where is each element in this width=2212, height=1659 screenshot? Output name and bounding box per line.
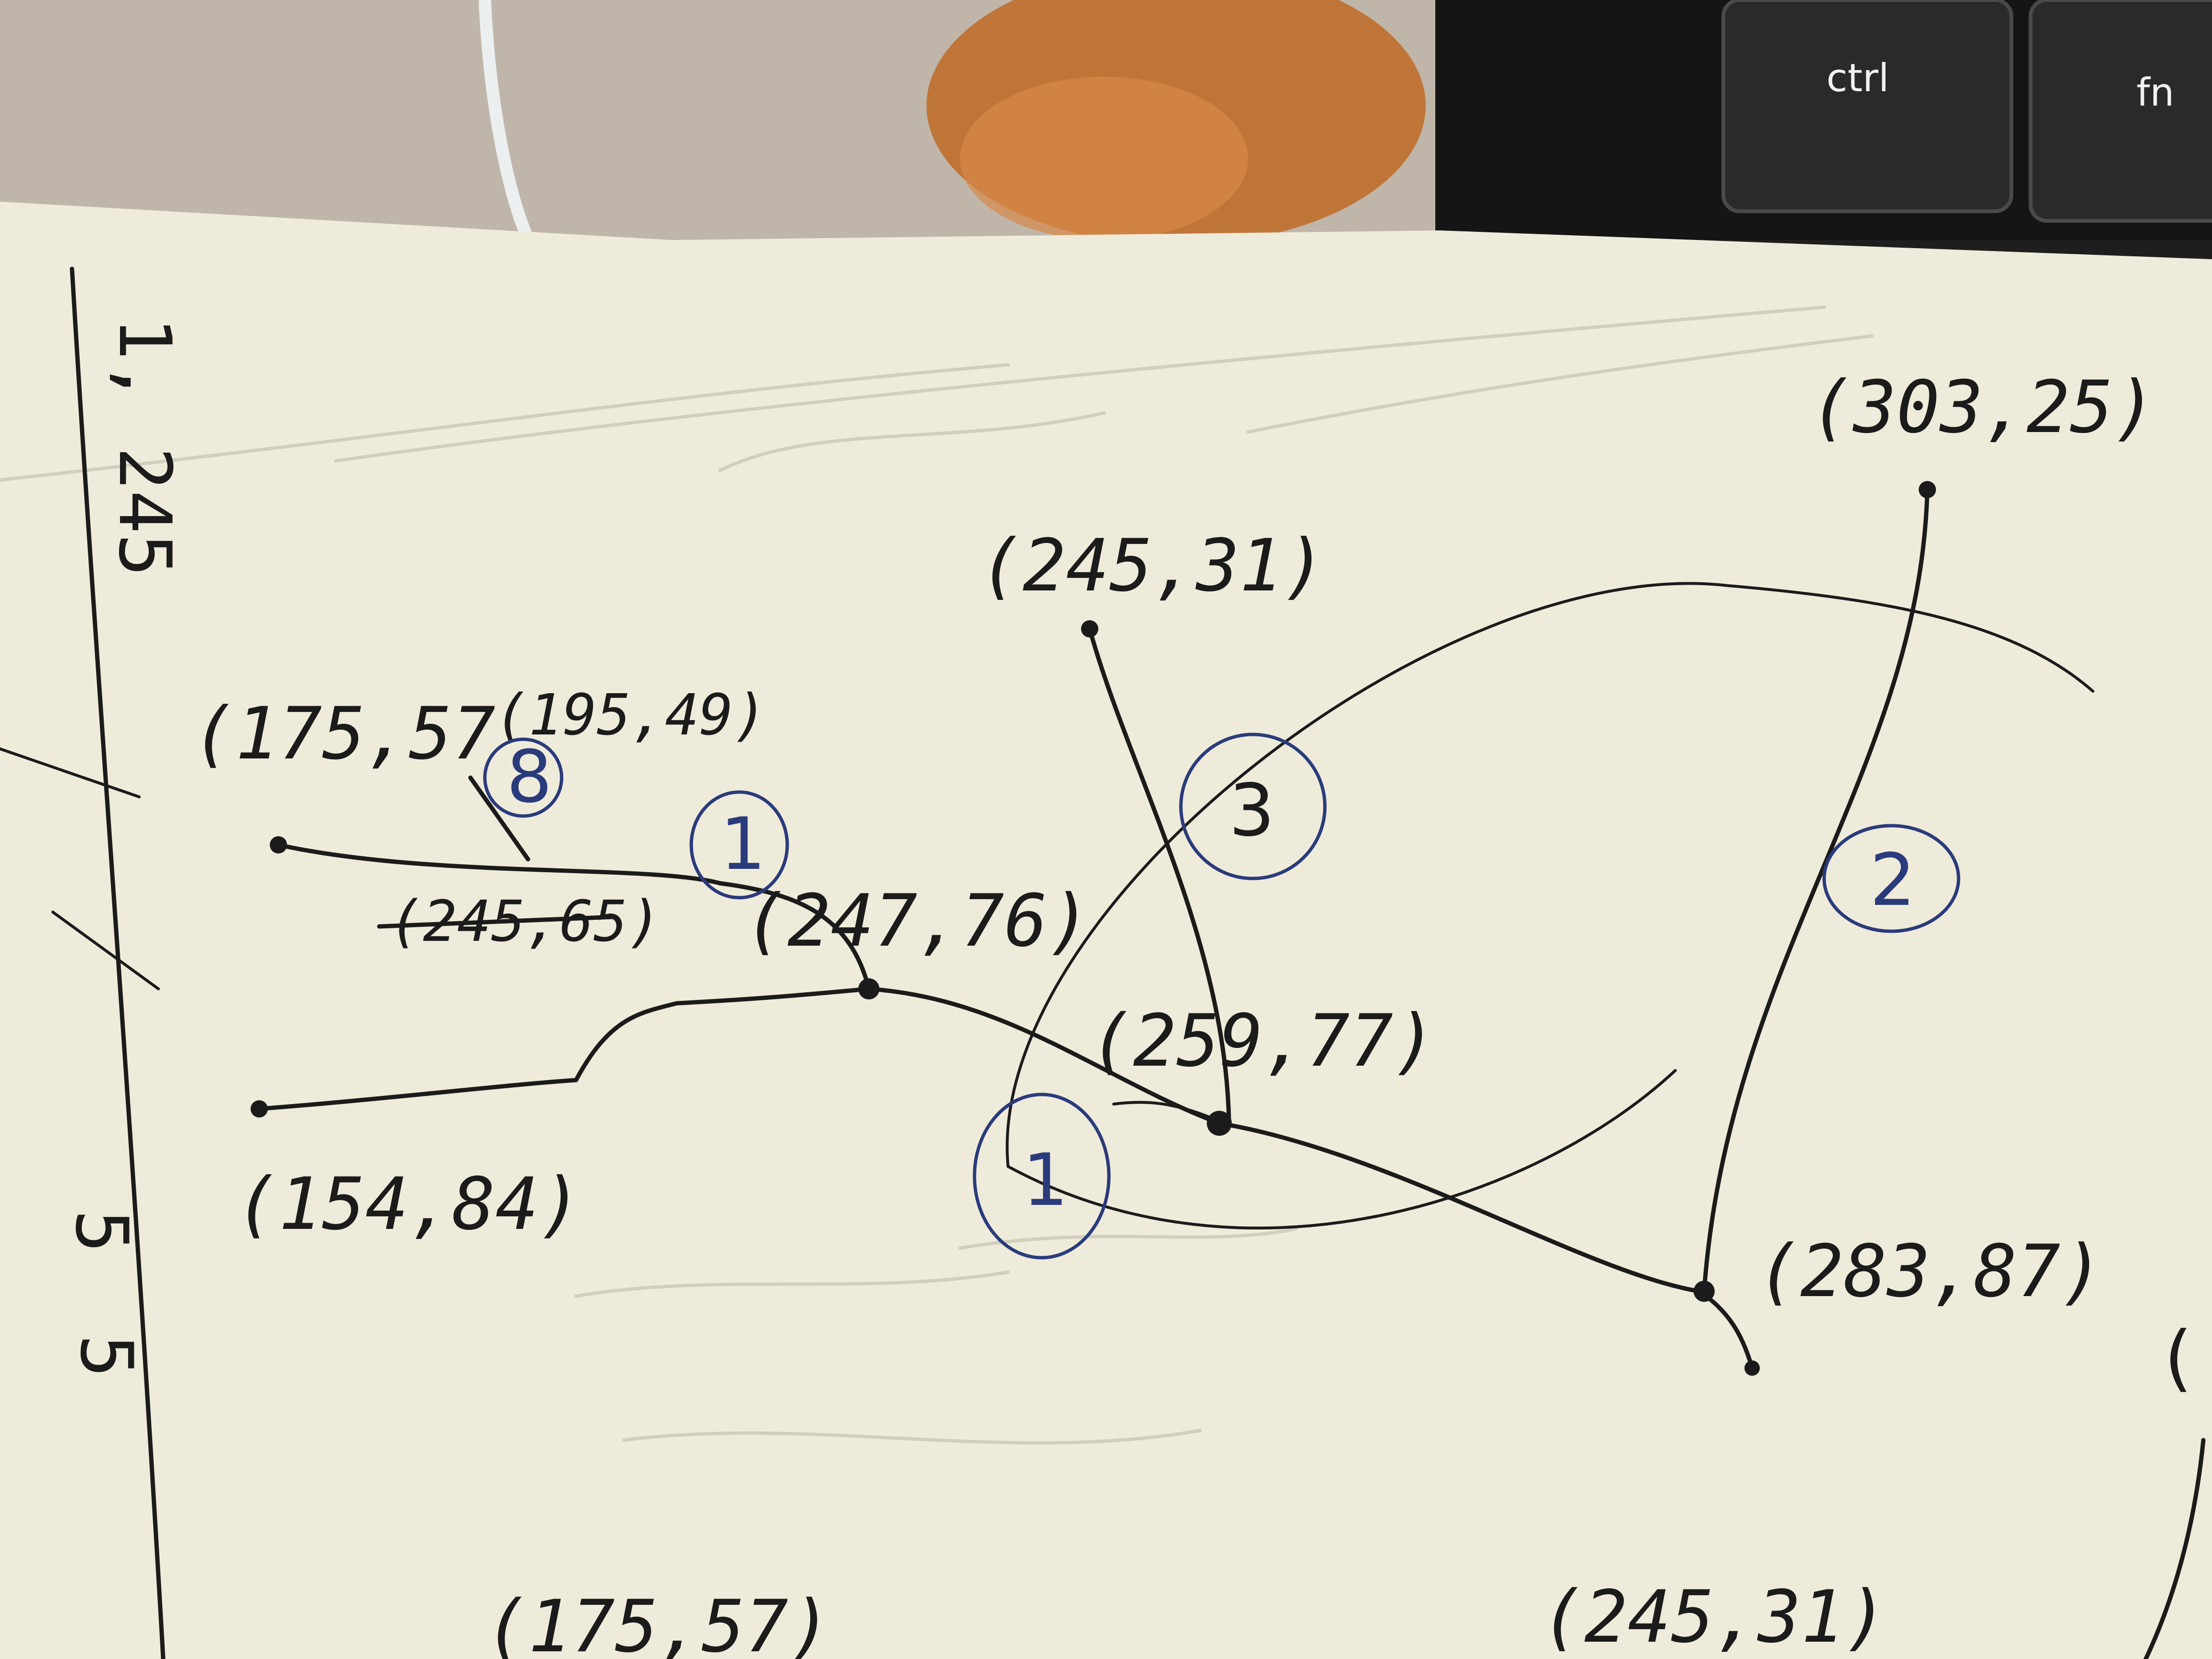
circle-2 <box>1822 824 1960 933</box>
bottom-label-175-57: (175,57) <box>485 1585 831 1659</box>
coord-label-154-84: (154,84) <box>235 1163 582 1246</box>
circle-3 <box>1179 733 1327 880</box>
fn-key: fn <box>2029 0 2212 223</box>
bottom-label-245-31: (245,31) <box>1541 1575 1887 1659</box>
route-lines <box>257 487 1930 1370</box>
circle-1-number: 1 <box>1022 1139 1068 1222</box>
node-154-84 <box>251 1100 268 1118</box>
margin-notes: 1, 245 5 5 <box>0 266 186 1659</box>
node-247-76 <box>858 978 879 999</box>
ctrl-key: ctrl <box>1721 0 2013 213</box>
margin-text-2: 5 <box>60 1210 143 1253</box>
right-edge-paren: ( <box>2155 1316 2199 1400</box>
notebook-paper <box>0 202 2212 1659</box>
circle-5 <box>483 737 564 818</box>
circle-1 <box>973 1093 1111 1260</box>
node-245-31 <box>1081 620 1098 637</box>
margin-text-3: 5 <box>64 1334 148 1378</box>
circled-numbers: 1 2 3 1 8 <box>483 733 1960 1260</box>
coord-label-283-87: (283,87) <box>1757 1230 2104 1313</box>
coord-label-247-76: (247,76) <box>744 879 1091 963</box>
crossed-out-label: (245,65) <box>389 888 661 954</box>
circle-2-number: 2 <box>1870 839 1915 922</box>
circle-5-number: 8 <box>506 735 552 819</box>
coord-label-259-77: (259,77) <box>1090 999 1436 1083</box>
coord-label-175-57: (175,57 <box>192 692 495 776</box>
circle-4 <box>689 790 789 900</box>
circle-4-number: 1 <box>720 803 766 886</box>
route-nodes <box>251 481 1936 1376</box>
circle-3-number: 3 <box>1229 769 1274 853</box>
node-175-57 <box>270 836 287 854</box>
large-arc <box>1006 582 2094 1168</box>
margin-text-1: 1, 245 <box>103 317 186 577</box>
bleed-through-writing <box>0 305 1874 1445</box>
lower-arc <box>1007 1069 1677 1230</box>
coordinate-labels: (175,57 (195,49) (245,31) (303,25) (247,… <box>192 366 2156 1313</box>
node-259-77 <box>1207 1111 1232 1136</box>
fn-key-label: fn <box>2137 70 2175 115</box>
node-303-25 <box>1919 481 1936 498</box>
right-edge-stroke <box>2143 1438 2206 1659</box>
coord-label-303-25: (303,25) <box>1810 366 2156 449</box>
node-end <box>1744 1360 1760 1376</box>
orange-blur-light <box>960 77 1248 240</box>
cable <box>479 0 539 252</box>
bottom-notes: (175,57) (245,31) ( <box>485 1316 2206 1659</box>
coord-label-195-49: (195,49) <box>494 682 767 748</box>
ctrl-key-label: ctrl <box>1827 56 1889 100</box>
coord-label-245-31: (245,31) <box>979 524 1326 608</box>
node-283-87 <box>1694 1281 1715 1302</box>
